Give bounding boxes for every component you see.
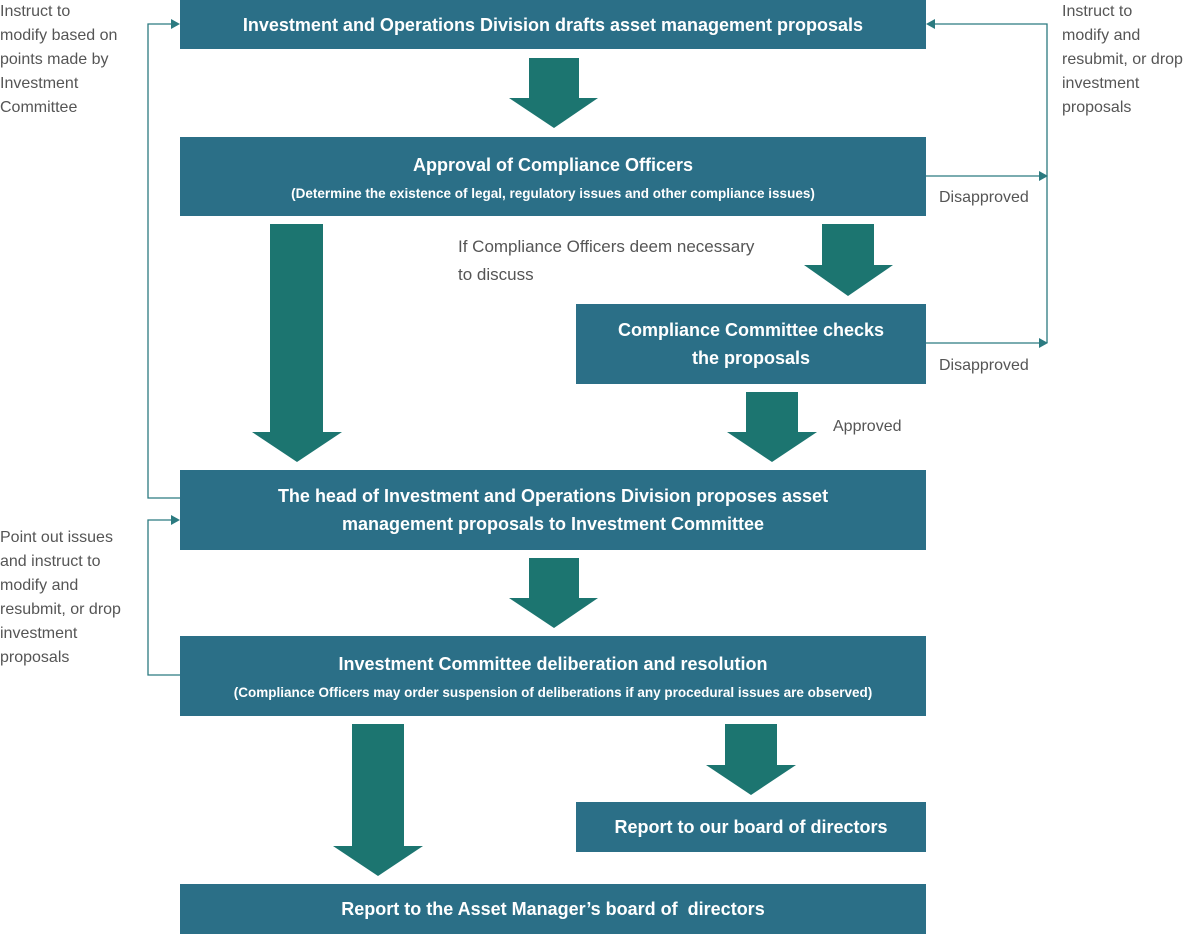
note-left-top: Instruct to modify based on points made … [0,3,118,116]
label-approved: Approved [833,418,902,435]
loop-line-left-bottom [147,519,180,676]
loop-arrowhead-right-officers [1039,171,1048,181]
arrow-investment-to-asset-manager [333,724,423,876]
box-draft-proposals: Investment and Operations Division draft… [180,0,926,49]
box-investment-committee-title: Investment Committee deliberation and re… [338,654,768,674]
box-compliance-committee: Compliance Committee checks the proposal… [576,304,926,384]
note-left-bottom: Point out issues and instruct to modify … [0,529,121,666]
arrow-investment-to-board [706,724,796,795]
box-compliance-officers-subtitle: (Determine the existence of legal, regul… [291,185,815,201]
arrow-compliance-to-committee [804,224,893,296]
loop-arrowhead-right-committee [1039,338,1048,348]
note-right-top: Instruct to modify and resubmit, or drop… [1062,3,1183,116]
label-disapproved-officers: Disapproved [939,189,1029,206]
box-compliance-officers: Approval of Compliance Officers (Determi… [180,137,926,216]
box-report-board-title: Report to our board of directors [614,817,888,837]
box-compliance-committee-title: Compliance Committee checks the proposal… [617,320,885,368]
box-report-asset-manager: Report to the Asset Manager’s board of d… [180,884,926,934]
box-head-proposes: The head of Investment and Operations Di… [180,470,926,550]
box-investment-committee: Investment Committee deliberation and re… [180,636,926,716]
loop-line-right-vertical [934,23,1048,343]
box-compliance-officers-title: Approval of Compliance Officers [412,154,694,175]
arrow-head-to-investment-committee [509,558,598,628]
label-if-necessary: If Compliance Officers deem necessary to… [458,237,755,284]
loop-line-left-top [147,23,180,499]
loop-arrowhead-right-top [926,19,935,29]
arrow-committee-to-head [727,392,817,462]
loop-arrowhead-left-top [171,19,180,29]
arrow-compliance-to-head [252,224,342,462]
box-head-proposes-title: The head of Investment and Operations Di… [277,486,829,534]
box-report-asset-manager-title: Report to the Asset Manager’s board of d… [341,899,765,919]
box-draft-proposals-title: Investment and Operations Division draft… [242,14,864,35]
arrow-draft-to-compliance [509,58,598,128]
loop-arrowhead-left-bottom [171,515,180,525]
label-disapproved-committee: Disapproved [939,357,1029,374]
box-investment-committee-subtitle: (Compliance Officers may order suspensio… [233,685,873,700]
box-report-board: Report to our board of directors [576,802,926,852]
